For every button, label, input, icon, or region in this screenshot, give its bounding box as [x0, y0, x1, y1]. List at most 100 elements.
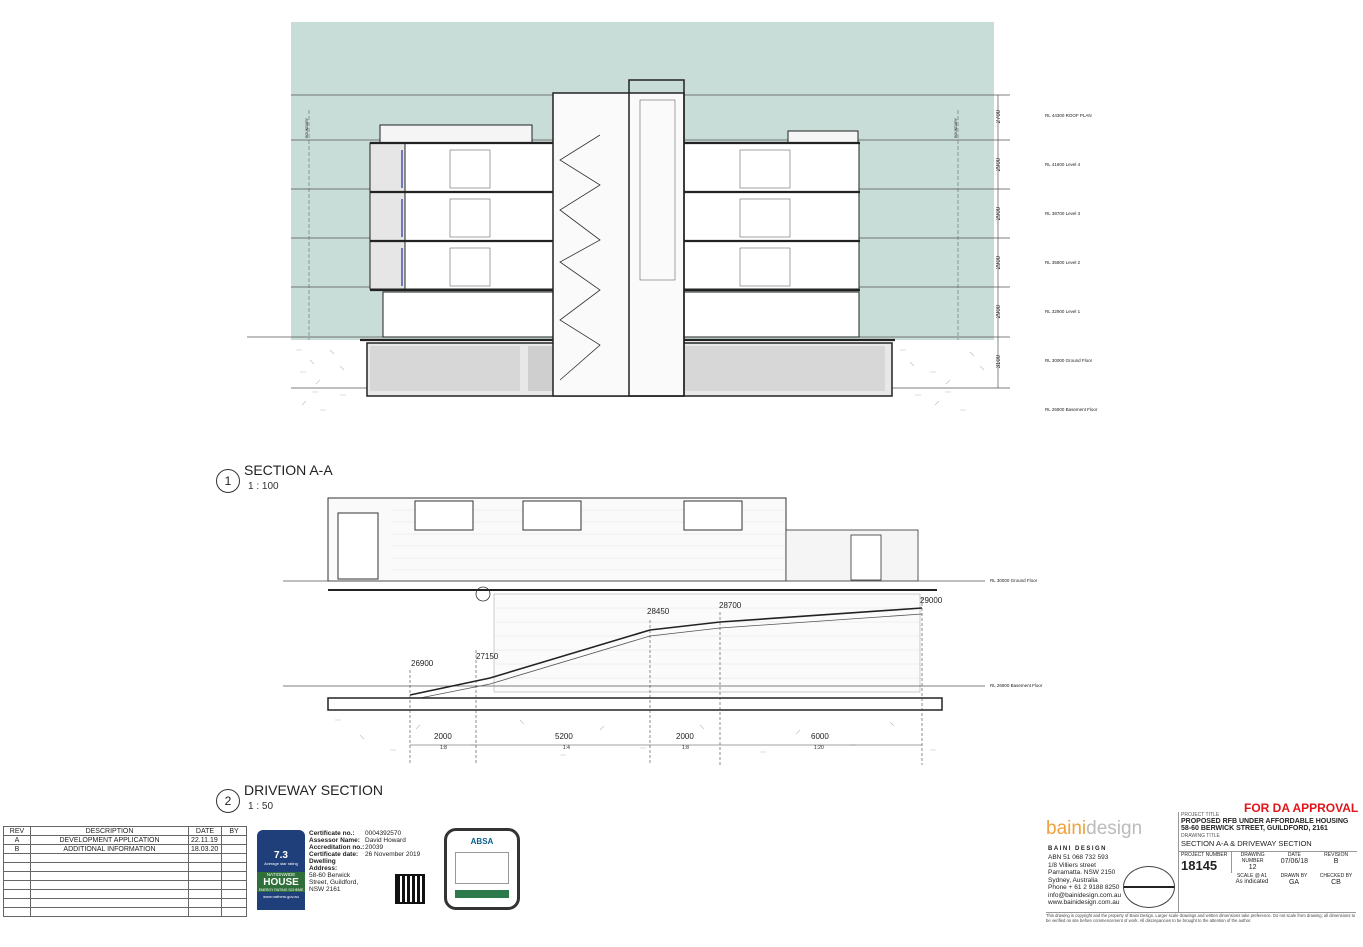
- drawing-title: SECTION A-A & DRIVEWAY SECTION: [1181, 839, 1312, 848]
- lift-shaft: [628, 79, 685, 397]
- level-name: Level 2: [1065, 260, 1081, 265]
- star-rating: 7.3: [274, 850, 288, 861]
- level-rl: RL 30000: [1045, 358, 1065, 363]
- nathers-field: Certificate date:26 November 2019: [309, 851, 421, 858]
- building-levels: [369, 124, 860, 338]
- level-name: Ground Floor: [1065, 358, 1093, 363]
- level-name: Level 4: [1065, 162, 1081, 167]
- spot-level: 26900: [411, 659, 434, 668]
- nathers-field: Accreditation no.:20039: [309, 844, 384, 851]
- boundary-label-right: BOUNDARY: [954, 118, 958, 138]
- absa-label: ABSA: [470, 837, 494, 846]
- level-name: Level 1: [1065, 309, 1081, 314]
- rev-cell: [221, 844, 247, 854]
- project-title-label: PROJECT TITLE: [1181, 812, 1220, 818]
- height-dim: 3100: [996, 355, 1002, 369]
- level-tag: RL 41600 Level 4: [1045, 140, 1097, 189]
- segment-length: 2000: [676, 732, 694, 741]
- project-title: PROPOSED RFB UNDER AFFORDABLE HOUSING: [1181, 818, 1349, 825]
- level-tags: RL 44300 ROOF PLAN RL 41600 Level 4 RL 3…: [1045, 91, 1097, 434]
- level-name: Basement Floor: [1065, 407, 1098, 412]
- segment-grade: 1:20: [814, 745, 824, 751]
- nathers-fields: Certificate no.:0004392570 Assessor Name…: [309, 830, 427, 893]
- company-line: info@bainidesign.com.au: [1048, 891, 1122, 899]
- company-name: BAINI DESIGN: [1048, 846, 1108, 852]
- level-rl: RL 35800: [1045, 260, 1065, 265]
- level-name: ROOF PLAN: [1065, 113, 1092, 118]
- rev-cell: B: [3, 844, 31, 854]
- table-row: [3, 871, 247, 881]
- segment-grade: 1:4: [563, 745, 570, 751]
- brand-name: baini: [1046, 818, 1087, 839]
- company-line: www.bainidesign.com.au: [1048, 899, 1120, 906]
- table-row: [3, 853, 247, 863]
- company-line: Phone + 61 2 9188 8250: [1048, 884, 1120, 891]
- table-row: [3, 889, 247, 899]
- level-tag: RL 32900 Level 1: [1045, 287, 1097, 336]
- drawing-title-label: DRAWING TITLE: [1181, 833, 1220, 839]
- rev-cell: ADDITIONAL INFORMATION: [30, 844, 189, 854]
- driveway-ground-level: RL 30000 Ground Floor: [990, 578, 1038, 583]
- rev-col-header: BY: [221, 826, 247, 836]
- height-dim: 2900: [996, 207, 1002, 221]
- revision-header-row: REV DESCRIPTION DATE BY: [3, 826, 247, 836]
- company-line: Sydney, Australia: [1048, 876, 1098, 884]
- level-tag: RL 26900 Basement Floor: [1045, 385, 1097, 434]
- brand-suffix: design: [1086, 818, 1143, 839]
- rev-cell: DEVELOPMENT APPLICATION: [30, 835, 189, 845]
- nathers-brand: HOUSE: [257, 877, 305, 888]
- title-block-fields: PROJECT TITLE PROPOSED RFB UNDER AFFORDA…: [1178, 812, 1357, 912]
- height-dim: 2700: [996, 110, 1002, 124]
- rev-col-header: DATE: [188, 826, 222, 836]
- rev-cell: 18.03.20: [188, 844, 222, 854]
- table-row: [3, 907, 247, 917]
- table-row: A DEVELOPMENT APPLICATION 22.11.19: [3, 835, 247, 845]
- company-details: ABN 51 068 732 593 1/8 Villiers street P…: [1048, 854, 1121, 907]
- level-name: Level 3: [1065, 211, 1081, 216]
- table-row: [3, 880, 247, 890]
- rev-cell: A: [3, 835, 31, 845]
- rev-col-header: DESCRIPTION: [30, 826, 189, 836]
- spot-level: 28700: [719, 601, 742, 610]
- height-dim: 2900: [996, 158, 1002, 172]
- rev-cell: [221, 835, 247, 845]
- level-rl: RL 26900: [1045, 407, 1065, 412]
- nathers-certificate: 7.3 Average star rating NATIONWIDE HOUSE…: [253, 826, 428, 912]
- segment-grade: 1:8: [682, 745, 689, 751]
- table-row: [3, 898, 247, 908]
- segment-length: 2000: [434, 732, 452, 741]
- nathers-site: www.nathers.gov.au: [263, 894, 299, 899]
- segment-length: 6000: [811, 732, 829, 741]
- absa-badge: ABSA: [444, 828, 520, 910]
- nathers-brand-top: NATIONWIDE: [257, 872, 305, 877]
- level-rl: RL 44300: [1045, 113, 1065, 118]
- driveway-title: DRIVEWAY SECTION: [244, 782, 383, 798]
- level-rl: RL 38700: [1045, 211, 1065, 216]
- company-line: Parramatta. NSW 2150: [1048, 869, 1116, 876]
- level-tag: RL 44300 ROOF PLAN: [1045, 91, 1097, 140]
- level-tag: RL 30000 Ground Floor: [1045, 336, 1097, 385]
- segment-length: 5200: [555, 732, 573, 741]
- driveway-drawing: [283, 497, 985, 765]
- qr-code-icon: [395, 874, 425, 904]
- brand-logo: bainidesign: [1046, 818, 1142, 840]
- north-arrow-icon: [1123, 866, 1175, 908]
- nathers-field: Assessor Name:David Howard: [309, 837, 406, 844]
- nathers-brand-sub: ENERGY RATING SCHEME: [257, 888, 305, 892]
- level-tag: RL 35800 Level 2: [1045, 238, 1097, 287]
- rev-cell: 22.11.19: [188, 835, 222, 845]
- section-aa-title: SECTION A-A: [244, 462, 333, 478]
- driveway-basement-level: RL 26900 Basement Floor: [990, 683, 1043, 688]
- rev-col-header: REV: [3, 826, 31, 836]
- nathers-field: Certificate no.:0004392570: [309, 830, 402, 837]
- nathers-badge: 7.3 Average star rating NATIONWIDE HOUSE…: [257, 830, 305, 910]
- section-aa-scale: 1 : 100: [248, 481, 279, 492]
- company-line: 1/8 Villiers street: [1048, 861, 1096, 869]
